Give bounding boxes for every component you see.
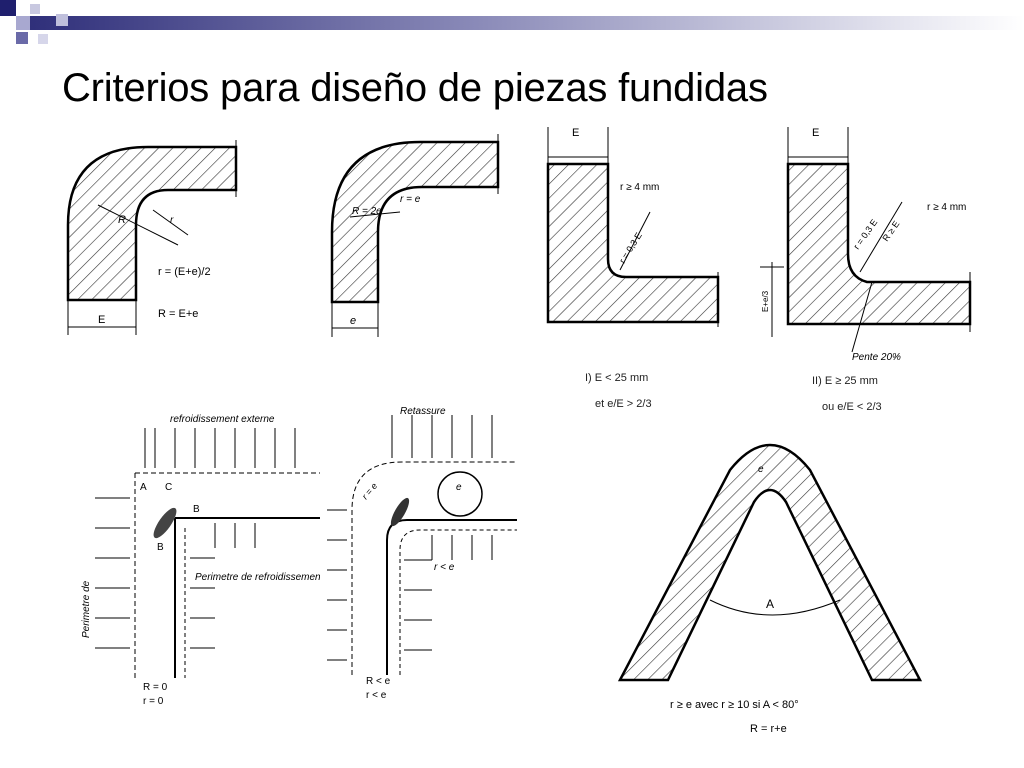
corner2-r-min: r ≥ 4 mm (927, 202, 966, 213)
caption-line-1: r ≥ e avec r ≥ 10 si A < 80° (670, 699, 799, 711)
elbow1-formula-R: R = E+e (158, 308, 198, 320)
angle-e-label: e (758, 464, 764, 475)
cooling1-B: B (193, 504, 200, 515)
corner2-ratio: E+e/3 (761, 290, 770, 312)
cooling2-cond-1: R < e (366, 676, 391, 687)
corner2-caption-1: II) E ≥ 25 mm (812, 375, 878, 387)
cooling2-re-label: r < e (434, 562, 455, 573)
corner2-R-label: R ≥ E (880, 219, 901, 243)
corner2-caption-2: ou e/E < 2/3 (822, 401, 882, 413)
elbow2-e-label: e (350, 315, 356, 327)
cooling1-C: C (165, 482, 172, 493)
cooling1-A: A (140, 482, 147, 493)
corner-figure-2: E r ≥ 4 mm r = 0,3 E R ≥ E E+e/3 Pente 2… (760, 127, 972, 363)
elbow1-formula-r: r = (E+e)/2 (158, 266, 211, 278)
cooling2-cond-2: r < e (366, 690, 387, 701)
corner2-pente: Pente 20% (852, 352, 901, 363)
cooling1-cond-1: R = 0 (143, 682, 168, 693)
cooling-figure-2: Retassure e r < e r = e R < e r < e (327, 406, 517, 701)
corner1-r-min: r ≥ 4 mm (620, 182, 659, 193)
cooling-figure-1: refroidissement externe Perimetre de A C… (81, 414, 320, 707)
cooling1-left-label: Perimetre de (81, 580, 92, 638)
title-bar-gradient (28, 16, 1024, 30)
caption-line-2: R = r+e (750, 723, 787, 735)
angle-A-label: A (766, 597, 774, 611)
corner1-r-frac: r = 0,3 E (617, 231, 644, 265)
cooling1-internal: Perimetre de refroidissement interne (195, 572, 320, 583)
cooling2-e-label: e (456, 482, 462, 493)
corner1-E-label: E (572, 127, 579, 139)
cooling2-re2-label: r = e (360, 481, 379, 501)
cooling2-top-label: Retassure (400, 406, 446, 417)
elbow-figure-2: e R = 2e r = e (330, 134, 500, 337)
corner2-E-label: E (812, 127, 819, 139)
elbow1-r-label: r (170, 215, 174, 226)
corner-figure-1: E r ≥ 4 mm r = 0,3 E (546, 127, 720, 327)
elbow-figure-1: E R r r = (E+e)/2 R = E+e (66, 140, 238, 335)
cooling1-top-label: refroidissement externe (170, 414, 275, 425)
slide-title: Criterios para diseño de piezas fundidas (62, 66, 768, 110)
elbow1-R-label: R (118, 214, 126, 226)
elbow2-R-label: R = 2e (352, 206, 382, 217)
elbow1-E-label: E (98, 314, 105, 326)
cooling1-cond-2: r = 0 (143, 696, 164, 707)
corner1-caption-1: I) E < 25 mm (585, 372, 649, 384)
elbow2-r-label: r = e (400, 194, 421, 205)
angle-figure: A e r ≥ e avec r ≥ 10 si A < 80° R = r+e (617, 443, 923, 735)
cooling1-B2: B (157, 542, 164, 553)
slide-decoration (0, 0, 1024, 44)
corner1-caption-2: et e/E > 2/3 (595, 398, 652, 410)
